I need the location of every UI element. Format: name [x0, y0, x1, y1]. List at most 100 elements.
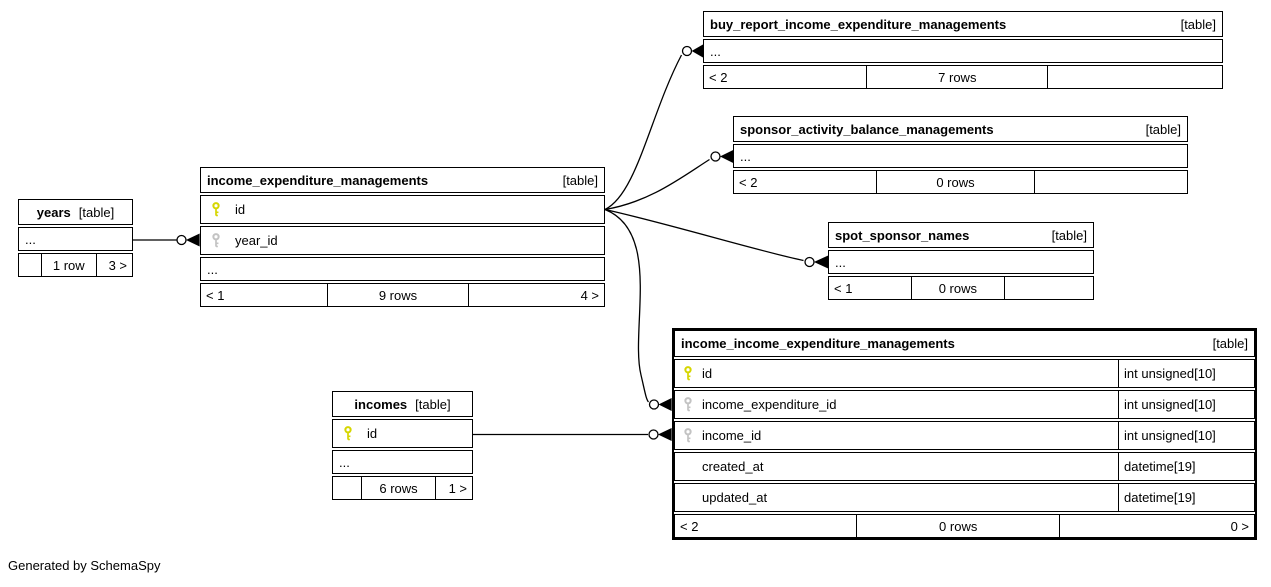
- ellipsis-row: ...: [332, 450, 473, 474]
- child-count: 1 >: [448, 480, 467, 496]
- arrow-spot-sponsor: [804, 255, 829, 269]
- column-name: created_at: [702, 459, 764, 474]
- no-key-spacer: [683, 459, 694, 474]
- table-tag: [table]: [1051, 227, 1087, 243]
- column-type: datetime[19]: [1118, 453, 1254, 480]
- arrow-buy-report: [681, 44, 704, 58]
- no-key-spacer: [683, 490, 694, 505]
- ellipsis-row: ...: [703, 39, 1223, 63]
- table-footer: < 1 0 rows: [828, 276, 1094, 300]
- row-count: 6 rows: [362, 477, 436, 499]
- table-name[interactable]: buy_report_income_expenditure_management…: [710, 16, 1007, 32]
- parent-count: [333, 477, 363, 499]
- row-count: 0 rows: [912, 277, 1005, 299]
- table-name[interactable]: income_expenditure_managements: [207, 172, 429, 188]
- table-name[interactable]: years: [36, 204, 71, 220]
- child-count: 4 >: [580, 287, 599, 303]
- arrow-year-id: [176, 233, 200, 247]
- table-row: income_id int unsigned[10]: [674, 421, 1255, 450]
- table-income-income-expenditure-managements[interactable]: income_income_expenditure_managements [t…: [672, 328, 1257, 540]
- child-count: [1048, 66, 1222, 88]
- foreign-key-icon: [683, 397, 694, 412]
- table-name[interactable]: income_income_expenditure_managements: [681, 336, 955, 351]
- ellipsis-row: ...: [18, 227, 133, 251]
- edge-iem-to-sponsoractivity: [604, 158, 710, 211]
- table-name[interactable]: sponsor_activity_balance_managements: [740, 121, 994, 137]
- column-type: int unsigned[10]: [1118, 391, 1254, 418]
- table-footer: < 2 0 rows 0 >: [674, 514, 1255, 538]
- foreign-key-icon: [683, 428, 694, 443]
- generated-by-note: Generated by SchemaSpy: [8, 558, 161, 573]
- table-header[interactable]: buy_report_income_expenditure_management…: [703, 11, 1223, 37]
- parent-count: [19, 254, 42, 276]
- row-count: 9 rows: [328, 284, 469, 306]
- column-type: datetime[19]: [1118, 484, 1254, 511]
- table-row: id: [332, 419, 473, 448]
- column-name: id: [235, 202, 246, 217]
- table-footer: 1 row 3 >: [18, 253, 133, 277]
- edge-iem-to-spotsponsor: [604, 208, 804, 262]
- child-count: 3 >: [108, 257, 127, 273]
- row-count: 1 row: [42, 254, 97, 276]
- row-count: 7 rows: [867, 66, 1049, 88]
- parent-count: < 1: [201, 284, 328, 306]
- table-buy-report-income-expenditure-managements[interactable]: buy_report_income_expenditure_management…: [703, 11, 1223, 89]
- column-name: year_id: [235, 233, 278, 248]
- table-tag: [table]: [78, 204, 115, 220]
- column-name: income_id: [702, 428, 762, 443]
- table-row: updated_at datetime[19]: [674, 483, 1255, 512]
- column-type: int unsigned[10]: [1118, 360, 1254, 387]
- column-type: int unsigned[10]: [1118, 422, 1254, 449]
- table-header[interactable]: incomes [table]: [332, 391, 473, 417]
- child-count: [1035, 171, 1187, 193]
- table-header[interactable]: income_expenditure_managements [table]: [200, 167, 605, 193]
- child-count: [1005, 277, 1093, 299]
- edge-iem-to-buyreport: [604, 54, 683, 211]
- parent-count: < 2: [734, 171, 877, 193]
- table-tag: [table]: [415, 396, 451, 412]
- table-incomes[interactable]: incomes [table] id ... 6 rows 1 >: [332, 391, 473, 500]
- table-sponsor-activity-balance-managements[interactable]: sponsor_activity_balance_managements [ta…: [733, 116, 1188, 194]
- row-count: 0 rows: [857, 515, 1061, 537]
- table-footer: < 2 0 rows: [733, 170, 1188, 194]
- table-income-expenditure-managements[interactable]: income_expenditure_managements [table] i…: [200, 167, 605, 307]
- child-count: 0 >: [1230, 518, 1249, 534]
- table-footer: < 1 9 rows 4 >: [200, 283, 605, 307]
- table-name[interactable]: spot_sponsor_names: [835, 227, 970, 243]
- table-tag: [table]: [562, 172, 598, 188]
- column-name: id: [367, 426, 378, 441]
- column-name: updated_at: [702, 490, 768, 505]
- foreign-key-icon: [211, 233, 222, 248]
- table-footer: < 2 7 rows: [703, 65, 1223, 89]
- table-tag: [table]: [1145, 121, 1181, 137]
- arrow-income-id: [648, 427, 672, 442]
- table-years[interactable]: years [table] ... 1 row 3 >: [18, 199, 133, 277]
- primary-key-icon: [683, 366, 694, 381]
- arrow-income-expenditure-id: [648, 397, 672, 412]
- primary-key-icon: [343, 426, 354, 441]
- table-row: id: [200, 195, 605, 224]
- table-header[interactable]: income_income_expenditure_managements [t…: [674, 330, 1255, 357]
- row-count: 0 rows: [877, 171, 1036, 193]
- table-row: year_id: [200, 226, 605, 255]
- ellipsis-row: ...: [828, 250, 1094, 274]
- parent-count: < 2: [675, 515, 858, 537]
- parent-count: < 2: [704, 66, 868, 88]
- arrow-sponsor-activity: [710, 149, 734, 164]
- edge-iem-to-iiem: [604, 208, 650, 403]
- table-tag: [table]: [1212, 336, 1248, 351]
- table-row: income_expenditure_id int unsigned[10]: [674, 390, 1255, 419]
- ellipsis-row: ...: [733, 144, 1188, 168]
- column-name: id: [702, 366, 713, 381]
- table-row: created_at datetime[19]: [674, 452, 1255, 481]
- table-header[interactable]: sponsor_activity_balance_managements [ta…: [733, 116, 1188, 142]
- parent-count: < 1: [829, 277, 913, 299]
- ellipsis-row: ...: [200, 257, 605, 281]
- table-row: id int unsigned[10]: [674, 359, 1255, 388]
- table-header[interactable]: spot_sponsor_names [table]: [828, 222, 1094, 248]
- table-name[interactable]: incomes: [354, 396, 408, 412]
- table-header[interactable]: years [table]: [18, 199, 133, 225]
- column-name: income_expenditure_id: [702, 397, 837, 412]
- table-spot-sponsor-names[interactable]: spot_sponsor_names [table] ... < 1 0 row…: [828, 222, 1094, 300]
